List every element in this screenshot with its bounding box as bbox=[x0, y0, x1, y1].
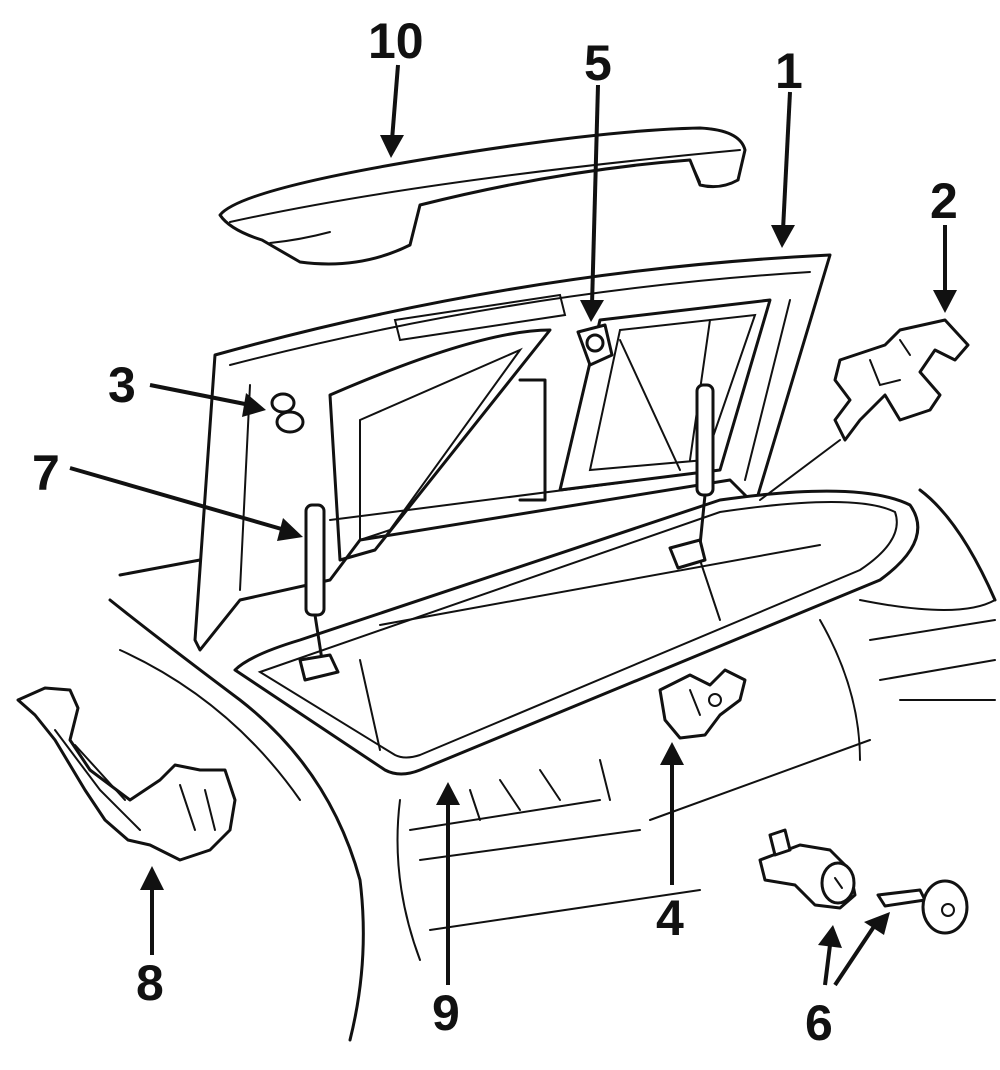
callout-6: 6 bbox=[805, 995, 833, 1051]
weatherstrip bbox=[233, 489, 920, 776]
callout-2: 2 bbox=[930, 173, 958, 229]
striker bbox=[576, 323, 614, 367]
hinge-assembly bbox=[16, 686, 237, 862]
callout-1: 1 bbox=[775, 43, 803, 99]
callout-10: 10 bbox=[368, 13, 424, 69]
callout-8: 8 bbox=[136, 955, 164, 1011]
bumper bbox=[270, 392, 305, 434]
callout-5: 5 bbox=[584, 35, 612, 91]
lift-support-strut bbox=[298, 383, 715, 682]
spoiler bbox=[218, 126, 747, 266]
callout-labels: 10 5 1 2 3 7 8 9 4 6 bbox=[32, 13, 958, 1051]
car-body bbox=[108, 488, 997, 1042]
callout-3: 3 bbox=[108, 357, 136, 413]
latch bbox=[658, 668, 747, 740]
callout-4: 4 bbox=[656, 890, 684, 946]
callout-7: 7 bbox=[32, 445, 60, 501]
trunk-lid bbox=[193, 253, 832, 652]
callout-arrows bbox=[69, 64, 957, 987]
hinge bbox=[759, 318, 970, 501]
callout-9: 9 bbox=[432, 985, 460, 1041]
lock-cylinder-and-key bbox=[758, 828, 969, 935]
